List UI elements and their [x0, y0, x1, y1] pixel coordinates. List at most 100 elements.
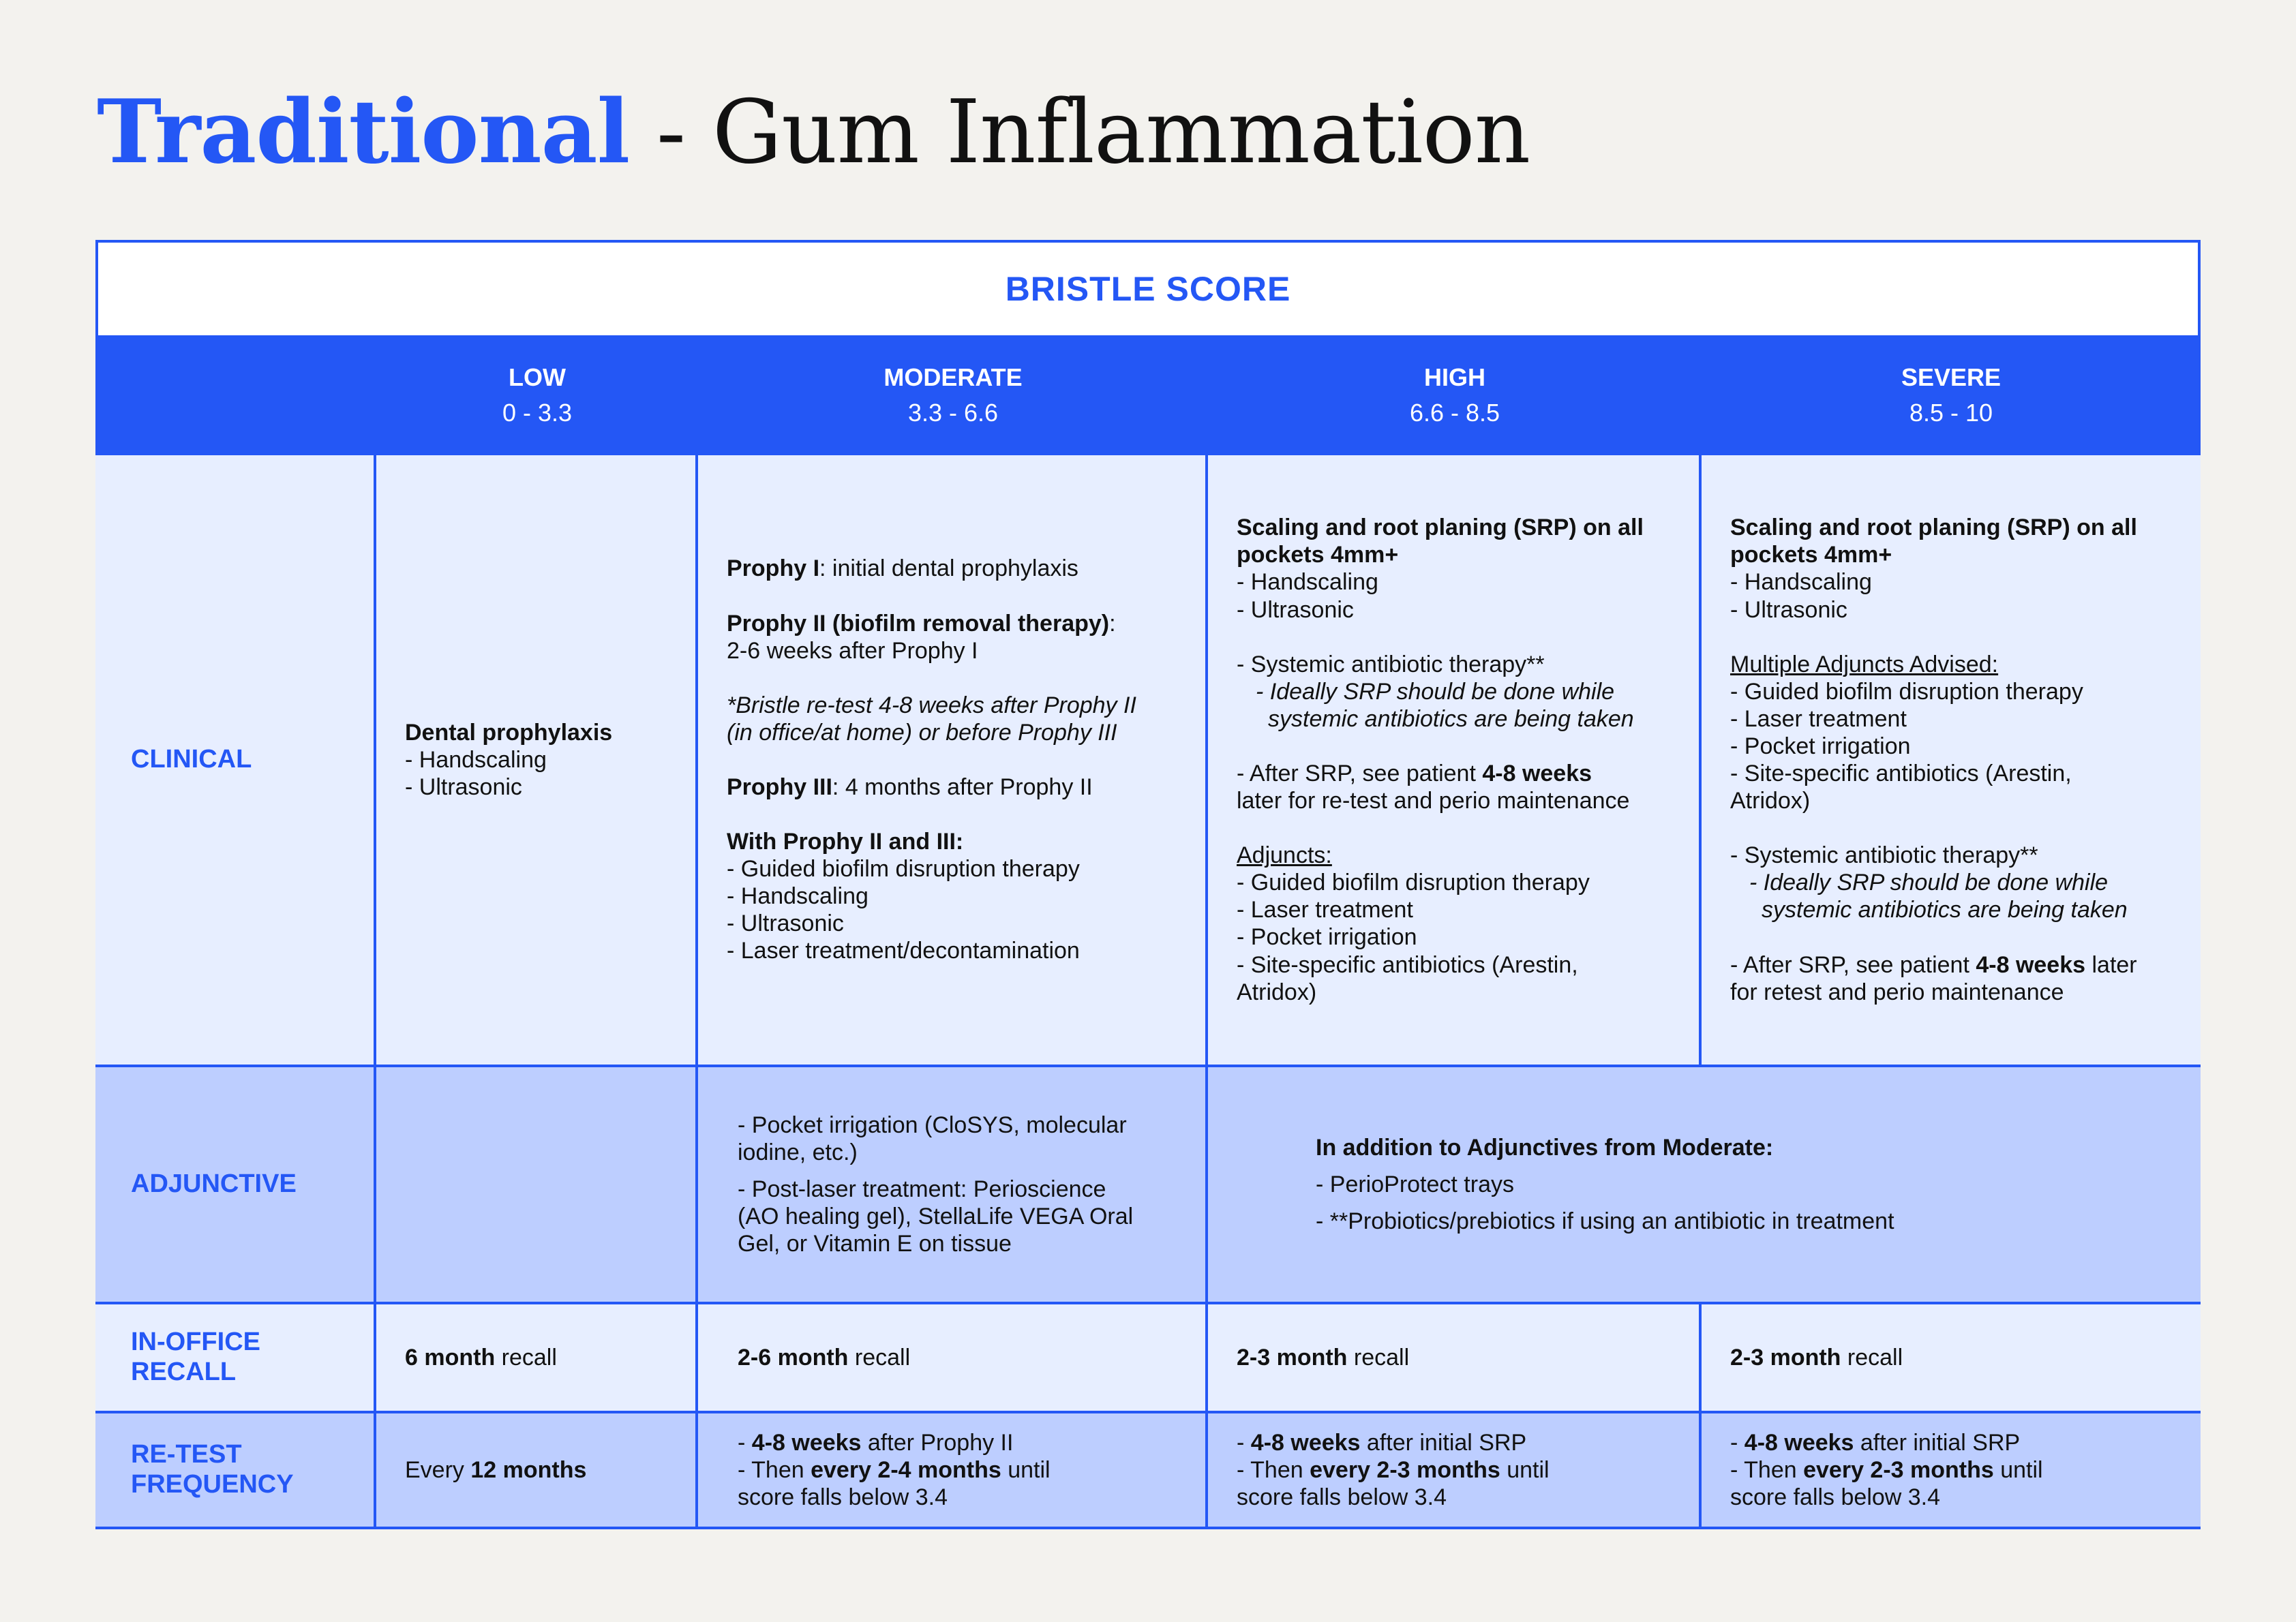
- list-item: - Handscaling: [1237, 569, 1378, 596]
- list-item: Atridox): [1730, 788, 1811, 814]
- prophy-3-text: : 4 months after Prophy II: [832, 774, 1093, 800]
- title-rest: - Gum Inflammation: [629, 82, 1530, 183]
- title-accent: Traditional: [97, 81, 630, 183]
- level-name: MODERATE: [883, 363, 1023, 391]
- list-item: - Guided biofilm disruption therapy: [1730, 678, 2083, 705]
- retest-text: until: [1001, 1456, 1051, 1483]
- list-item: - Guided biofilm disruption therapy: [727, 856, 1080, 883]
- list-item: - Pocket irrigation (CloSYS, molecular: [738, 1112, 1127, 1138]
- list-item: Gel, or Vitamin E on tissue: [738, 1231, 1012, 1257]
- after-srp-text: - After SRP, see patient: [1730, 951, 1976, 978]
- level-name: LOW: [509, 363, 566, 391]
- list-item: - Handscaling: [727, 883, 868, 910]
- clinical-low: Dental prophylaxis - Handscaling - Ultra…: [376, 453, 698, 1065]
- retest-text: -: [738, 1429, 752, 1456]
- retest-interval: every 2-3 months: [1310, 1456, 1500, 1483]
- retest-interval: 12 months: [470, 1456, 587, 1483]
- clinical-high: Scaling and root planing (SRP) on all po…: [1208, 453, 1702, 1065]
- recall-text: recall: [848, 1344, 911, 1371]
- ideal-note: - Ideally SRP should be done while: [1749, 870, 2109, 896]
- header-high: HIGH 6.6 - 8.5: [1208, 338, 1702, 453]
- retest-note: (in office/at home) or before Prophy III: [727, 719, 1117, 746]
- level-name: HIGH: [1424, 363, 1485, 391]
- level-range: 0 - 3.3: [502, 399, 573, 427]
- recall-severe: 2-3 month recall: [1702, 1302, 2201, 1411]
- table-banner: BRISTLE SCORE: [95, 240, 2201, 338]
- srp-heading: Scaling and root planing (SRP) on all: [1237, 515, 1644, 541]
- list-item: - Handscaling: [405, 746, 547, 773]
- retest-text: - Then: [1237, 1456, 1310, 1483]
- cell-title: Dental prophylaxis: [405, 719, 613, 746]
- retest-text: -: [1730, 1429, 1744, 1456]
- retest-interval: 4-8 weeks: [1744, 1429, 1854, 1456]
- recall-moderate: 2-6 month recall: [698, 1302, 1208, 1411]
- prophy-2-text: :: [1109, 610, 1116, 637]
- recall-high: 2-3 month recall: [1208, 1302, 1702, 1411]
- after-srp-weeks: 4-8 weeks: [1976, 951, 2086, 978]
- treatment-table: BRISTLE SCORE LOW 0 - 3.3 MODERATE 3.3 -…: [95, 240, 2201, 1529]
- recall-interval: 2-3 month: [1237, 1344, 1348, 1371]
- header-low: LOW 0 - 3.3: [376, 338, 698, 453]
- adjunctive-additional-title: In addition to Adjunctives from Moderate…: [1316, 1134, 1774, 1161]
- level-range: 3.3 - 6.6: [907, 399, 999, 427]
- systemic-therapy: - Systemic antibiotic therapy**: [1730, 842, 2038, 869]
- list-item: - Guided biofilm disruption therapy: [1237, 870, 1590, 896]
- retest-text: after Prophy II: [861, 1429, 1014, 1456]
- header-severe: SEVERE 8.5 - 10: [1702, 338, 2201, 453]
- retest-severe: - 4-8 weeks after initial SRP - Then eve…: [1702, 1411, 2201, 1527]
- page-title: Traditional - Gum Inflammation: [97, 80, 1530, 185]
- clinical-severe: Scaling and root planing (SRP) on all po…: [1702, 453, 2201, 1065]
- list-item: - Ultrasonic: [1730, 596, 1847, 623]
- retest-text: score falls below 3.4: [738, 1484, 948, 1511]
- list-item: - Laser treatment: [1237, 897, 1413, 923]
- srp-heading: pockets 4mm+: [1730, 542, 1892, 568]
- retest-text: - Then: [738, 1456, 811, 1483]
- recall-text: recall: [1841, 1344, 1903, 1371]
- prophy-1-text: : initial dental prophylaxis: [819, 555, 1078, 582]
- row-label-adjunctive: ADJUNCTIVE: [95, 1065, 376, 1302]
- list-item: - Pocket irrigation: [1237, 924, 1417, 951]
- recall-low: 6 month recall: [376, 1302, 698, 1411]
- retest-interval: 4-8 weeks: [751, 1429, 862, 1456]
- list-item: - Site-specific antibiotics (Arestin,: [1730, 761, 2072, 787]
- retest-text: score falls below 3.4: [1730, 1484, 1941, 1511]
- retest-text: until: [1500, 1456, 1550, 1483]
- prophy-1-label: Prophy I: [727, 555, 820, 582]
- retest-interval: every 2-3 months: [1803, 1456, 1994, 1483]
- retest-interval: 4-8 weeks: [1250, 1429, 1361, 1456]
- after-srp-text: for retest and perio maintenance: [1730, 979, 2064, 1005]
- retest-moderate: - 4-8 weeks after Prophy II - Then every…: [698, 1411, 1208, 1527]
- adjunctive-low: [376, 1065, 698, 1302]
- multiple-adjuncts-title: Multiple Adjuncts Advised:: [1730, 651, 1999, 677]
- header-spacer: [95, 338, 376, 453]
- adjunctive-moderate: - Pocket irrigation (CloSYS, molecular i…: [698, 1065, 1208, 1302]
- prophy-2-timing: 2-6 weeks after Prophy I: [727, 637, 978, 664]
- srp-heading: pockets 4mm+: [1237, 542, 1399, 568]
- retest-text: - Then: [1730, 1456, 1804, 1483]
- retest-high: - 4-8 weeks after initial SRP - Then eve…: [1208, 1411, 1702, 1527]
- list-item: Atridox): [1237, 979, 1317, 1005]
- recall-interval: 6 month: [405, 1344, 496, 1371]
- with-prophy-title: With Prophy II and III:: [727, 829, 964, 855]
- recall-interval: 2-6 month: [738, 1344, 849, 1371]
- row-label-recall: IN-OFFICE RECALL: [95, 1302, 376, 1411]
- ideal-note: - Ideally SRP should be done while: [1256, 678, 1615, 705]
- adjunctive-high-severe: In addition to Adjunctives from Moderate…: [1208, 1065, 2201, 1302]
- prophy-3-label: Prophy III: [727, 774, 832, 800]
- list-item: - Laser treatment: [1730, 705, 1907, 732]
- retest-text: Every: [405, 1456, 471, 1483]
- list-item: - Post-laser treatment: Perioscience: [738, 1176, 1106, 1202]
- recall-interval: 2-3 month: [1730, 1344, 1841, 1371]
- list-item: - Laser treatment/decontamination: [727, 938, 1080, 964]
- retest-text: after initial SRP: [1854, 1429, 2021, 1456]
- list-item: - Ultrasonic: [727, 911, 844, 937]
- after-srp-text: later: [2085, 951, 2137, 978]
- retest-text: until: [1993, 1456, 2043, 1483]
- level-range: 8.5 - 10: [1909, 399, 1993, 427]
- list-item: - Ultrasonic: [1237, 596, 1354, 623]
- level-name: SEVERE: [1901, 363, 2002, 391]
- list-item: iodine, etc.): [738, 1139, 858, 1165]
- ideal-note: systemic antibiotics are being taken: [1762, 897, 2128, 923]
- recall-text: recall: [495, 1344, 557, 1371]
- list-item: - Ultrasonic: [405, 774, 522, 801]
